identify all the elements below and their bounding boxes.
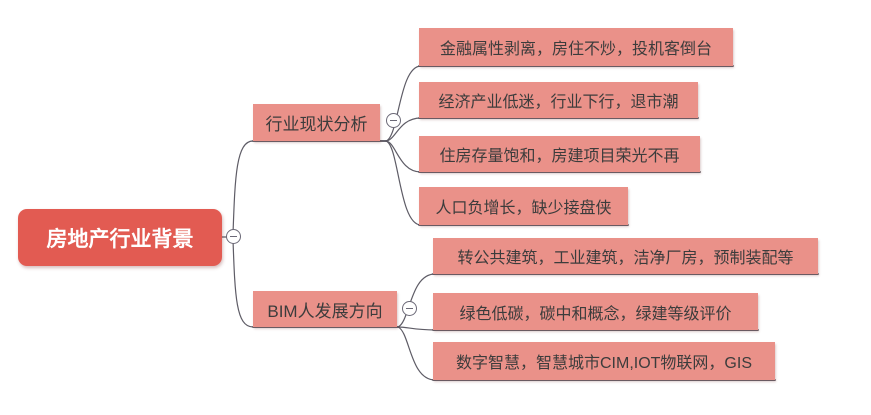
connector-root-branch2 (232, 239, 254, 328)
leaf-node-label: 金融属性剥离，房住不炒，投机客倒台 (439, 41, 712, 58)
leaf-node-label: 数字智慧，智慧城市CIM,IOT物联网，GIS (455, 355, 752, 372)
minus-icon (230, 235, 237, 238)
connector-branch1-leaf4 (385, 140, 422, 226)
collapse-button-branch2[interactable] (402, 301, 417, 316)
leaf-node-label: 住房存量饱和，房建项目荣光不再 (439, 148, 680, 165)
connector-branch2-leaf6 (397, 326, 436, 331)
connector-branch2-leaf7 (397, 326, 436, 381)
root-node[interactable]: 房地产行业背景 (18, 209, 222, 266)
connector-branch1-leaf2 (385, 117, 422, 142)
root-node-label: 房地产行业背景 (46, 227, 194, 251)
leaf-node[interactable]: 金融属性剥离，房住不炒，投机客倒台 (419, 28, 733, 66)
leaf-node-label: 经济产业低迷，行业下行，退市潮 (438, 94, 679, 111)
connector-branch1-leaf3 (385, 140, 422, 173)
collapse-button-branch1[interactable] (386, 113, 401, 128)
branch-node-industry-analysis[interactable]: 行业现状分析 (253, 104, 380, 141)
connector-root-branch1 (232, 140, 254, 235)
leaf-node[interactable]: 数字智慧，智慧城市CIM,IOT物联网，GIS (433, 342, 775, 380)
leaf-node-label: 人口负增长，缺少接盘侠 (435, 200, 612, 217)
branch-node-bim-direction[interactable]: BIM人发展方向 (253, 291, 397, 327)
leaf-node[interactable]: 经济产业低迷，行业下行，退市潮 (419, 82, 698, 118)
branch-node-label: BIM人发展方向 (267, 301, 383, 321)
leaf-node[interactable]: 人口负增长，缺少接盘侠 (419, 187, 628, 225)
branch-node-label: 行业现状分析 (265, 115, 368, 134)
connector-branch2-leaf5 (397, 273, 436, 328)
minus-icon (390, 119, 397, 122)
leaf-node-label: 转公共建筑，工业建筑，洁净厂房，预制装配等 (457, 250, 794, 267)
leaf-node[interactable]: 住房存量饱和，房建项目荣光不再 (419, 136, 700, 172)
connector-branch1-leaf1 (385, 65, 422, 142)
collapse-button-root[interactable] (226, 229, 241, 244)
leaf-node[interactable]: 转公共建筑，工业建筑，洁净厂房，预制装配等 (433, 238, 818, 274)
leaf-node-label: 绿色低碳，碳中和概念，绿建等级评价 (459, 305, 732, 323)
leaf-node[interactable]: 绿色低碳，碳中和概念，绿建等级评价 (433, 293, 758, 330)
minus-icon (406, 307, 413, 310)
